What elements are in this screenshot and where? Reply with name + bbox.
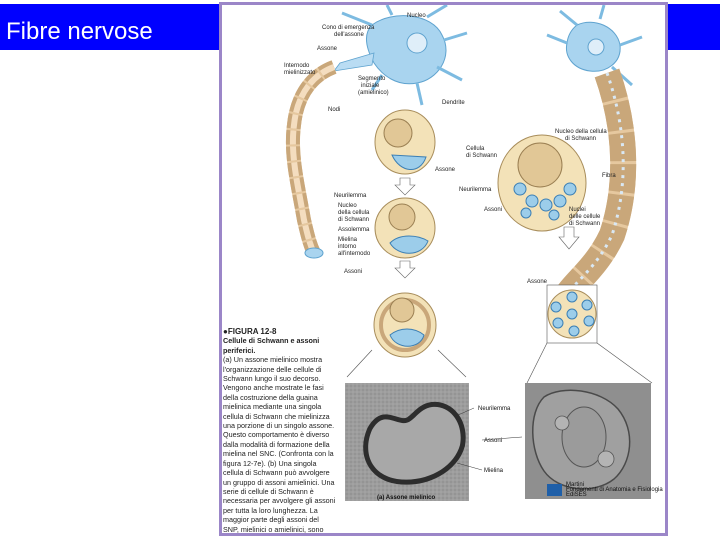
label-nucleo-cellula-schwann-2: di Schwann (565, 136, 596, 142)
label-assone-top: Assone (317, 46, 338, 52)
figure-frame: Nucleo Cono di emergenza dell'assone Ass… (219, 2, 668, 536)
arrow-down-icon (394, 260, 416, 279)
label-assone-right: Assone (527, 279, 548, 285)
figure-labels: Nucleo Cono di emergenza dell'assone Ass… (284, 13, 616, 285)
label-nuclei-left-2: della cellula (338, 210, 370, 216)
label-iniziale: iniziale (361, 83, 380, 89)
label-nuclei-left-1: Nucleo (338, 203, 357, 209)
label-cono-emergenza: Cono di emergenza (322, 25, 375, 31)
label-nodi: Nodi (328, 107, 340, 113)
publisher-logo-icon (547, 484, 562, 496)
photo-label-neurilemma: Neurilemma (478, 406, 511, 412)
label-dendrite: Dendrite (442, 100, 465, 106)
figure-caption-text: (a) Un assone mielinico mostra l'organiz… (223, 355, 336, 534)
schwann-stage-2 (374, 197, 436, 259)
photo-label-mielina: Mielina (484, 468, 504, 474)
arrow-down-icon (394, 177, 416, 196)
label-fibra: Fibra (602, 173, 616, 179)
label-assoni-bottom-left: Assoni (344, 269, 362, 275)
micrograph-labels: Neurilemma Assoni Mielina (a) Assone mie… (377, 406, 663, 501)
label-nucleo-cellula-schwann-1: Nucleo della cellula (555, 129, 607, 135)
label-segmento: Segmento (358, 76, 386, 82)
label-nuclei-cellule-1: Nuclei (569, 207, 586, 213)
credit-book: Fondamenti di Anatomia e Fisiologia (566, 487, 663, 493)
neuron-cell-body (333, 5, 468, 106)
figure-caption: ●FIGURA 12-8 Cellule di Schwann e assoni… (223, 327, 336, 534)
unmyelinated-neuron (546, 5, 643, 87)
label-di-schwann: di Schwann (466, 153, 497, 159)
credit-author: Martini (566, 482, 584, 488)
micrograph-a (345, 383, 469, 501)
label-assolemma: Assolemma (338, 227, 370, 233)
photo-caption-a: (a) Assone mielinico (377, 495, 435, 501)
label-mielinizzato: mielinizzato (284, 70, 316, 76)
label-neurilemma-right: Neurilemma (459, 187, 492, 193)
label-nuclei-cellule-3: di Schwann (569, 221, 600, 227)
label-internodo: Internodo (284, 63, 310, 69)
label-dell-assone: dell'assone (334, 32, 364, 38)
label-nuclei-left-3: di Schwann (338, 217, 369, 223)
photo-label-assoni: Assoni (484, 438, 502, 444)
label-intorno: intorno (338, 244, 357, 250)
figure-caption-title: Cellule di Schwann e assoni periferici. (223, 336, 320, 355)
label-assone-mid: Assone (435, 167, 456, 173)
label-assoni-right: Assoni (484, 207, 502, 213)
schwann-stage-3 (373, 292, 437, 358)
slide-title: Fibre nervose (6, 18, 153, 45)
credit-publisher: EdiSES (566, 492, 587, 498)
micrograph-b (525, 383, 651, 499)
label-nucleo: Nucleo (407, 13, 426, 19)
figure-number: ●FIGURA 12-8 (223, 327, 277, 336)
figure-illustration: Nucleo Cono di emergenza dell'assone Ass… (284, 5, 663, 501)
label-cellula: Cellula (466, 146, 485, 152)
unmyelinated-fiber (556, 68, 637, 303)
arrow-down-icon (558, 226, 580, 250)
fiber-cross-section (546, 284, 598, 344)
label-amielinico: (amielinico) (358, 90, 389, 96)
label-nuclei-cellule-2: delle cellule (569, 214, 601, 220)
schwann-stage-1 (374, 109, 436, 175)
label-mielina: Mielina (338, 237, 358, 243)
schwann-cell-cross-section (497, 134, 587, 232)
label-all-internodo: all'internodo (338, 251, 371, 257)
label-neurilemma-left: Neurilemma (334, 193, 367, 199)
myelinated-axon (285, 60, 337, 259)
